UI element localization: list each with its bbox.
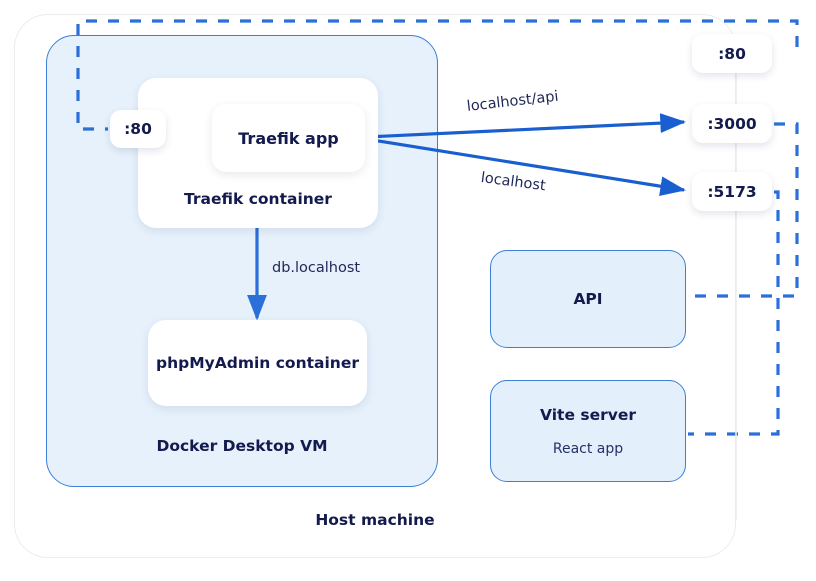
phpmyadmin-container-card — [148, 320, 367, 406]
traefik-inbound-port-chip[interactable]: :80 — [110, 110, 166, 148]
edge-label-db-localhost: db.localhost — [272, 260, 361, 276]
traefik-container-label: Traefik container — [184, 190, 332, 208]
api-service-card: API — [490, 250, 686, 348]
host-port-chip-3000[interactable]: :3000 — [692, 104, 772, 143]
vite-service-subtitle: React app — [552, 440, 624, 457]
docker-desktop-vm-label: Docker Desktop VM — [156, 437, 328, 455]
vite-service-card: Vite server React app — [490, 380, 686, 482]
vite-service-title: Vite server — [540, 405, 636, 424]
phpmyadmin-container-label: phpMyAdmin container — [156, 354, 359, 372]
host-port-chip-80[interactable]: :80 — [692, 34, 772, 73]
traefik-app-card — [212, 104, 365, 172]
traefik-app-label: Traefik app — [238, 128, 339, 148]
host-port-chip-5173[interactable]: :5173 — [692, 172, 772, 211]
host-port-label-5173: :5173 — [707, 182, 757, 201]
api-service-title: API — [573, 290, 603, 308]
traefik-inbound-port-label: :80 — [124, 120, 152, 138]
host-port-label-80: :80 — [718, 44, 746, 63]
host-machine-label: Host machine — [315, 511, 435, 529]
host-port-label-3000: :3000 — [707, 114, 757, 133]
